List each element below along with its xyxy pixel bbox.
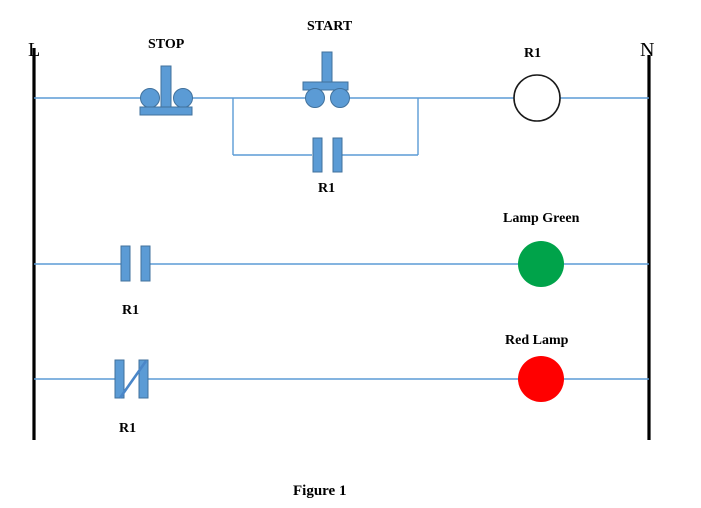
figure-caption: Figure 1 xyxy=(293,483,347,499)
start-plunger-stem xyxy=(321,51,333,85)
r1-sealin-contact-left-bar xyxy=(312,137,323,173)
start-left-contact-circle xyxy=(305,88,325,108)
stop-right-contact-circle xyxy=(173,88,193,108)
stop-plunger-stem xyxy=(160,65,172,109)
stop-bridging-bar xyxy=(139,106,193,116)
r1-nc-contact-rung3-left-bar xyxy=(114,359,125,399)
red-lamp[interactable] xyxy=(518,356,564,402)
r1-no-contact-rung2-label: R1 xyxy=(122,303,140,318)
r1-sealin-contact-right-bar xyxy=(332,137,343,173)
r1-nc-contact-rung3-slash xyxy=(118,360,148,399)
green-lamp[interactable] xyxy=(518,241,564,287)
stop-pushbutton-label: STOP xyxy=(148,37,185,52)
r1-sealin-contact-label: R1 xyxy=(318,181,336,196)
left-rail-label: L xyxy=(28,39,41,61)
r1-sealin-branch xyxy=(232,98,419,156)
r1-coil-label: R1 xyxy=(524,46,542,61)
r1-no-contact-rung2[interactable] xyxy=(120,245,151,282)
r1-sealin-contact[interactable] xyxy=(312,137,343,173)
start-right-contact-circle xyxy=(330,88,350,108)
r1-coil[interactable] xyxy=(513,74,561,122)
r1-no-contact-rung2-right-bar xyxy=(140,245,151,282)
start-pushbutton[interactable] xyxy=(302,51,350,108)
start-pushbutton-label: START xyxy=(307,19,353,34)
stop-left-contact-circle xyxy=(140,88,160,108)
green-lamp-label: Lamp Green xyxy=(503,211,580,226)
r1-no-contact-rung2-left-bar xyxy=(120,245,131,282)
r1-nc-contact-rung3[interactable] xyxy=(114,359,149,399)
start-bridging-bar xyxy=(302,81,349,91)
right-rail-label: N xyxy=(640,39,655,61)
r1-nc-contact-rung3-label: R1 xyxy=(119,421,137,436)
r1-nc-contact-rung3-right-bar xyxy=(138,359,149,399)
red-lamp-label: Red Lamp xyxy=(505,333,569,348)
stop-pushbutton[interactable] xyxy=(139,65,193,116)
